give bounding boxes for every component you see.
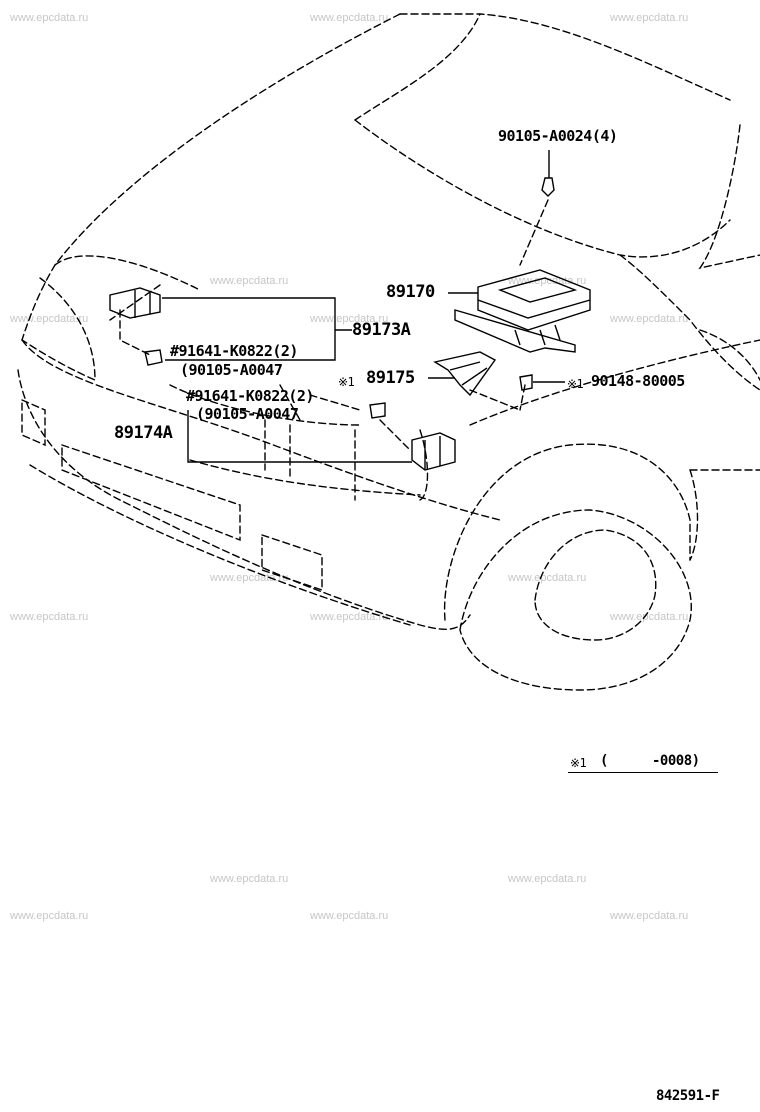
label-90105-a0047-bottom: (90105-A0047 (196, 405, 299, 423)
note-mark-90148: ※1 (567, 377, 584, 391)
footnote-mark: ※1 (570, 756, 587, 770)
note-mark-89175: ※1 (338, 375, 355, 389)
footnote-range: -0008) (652, 753, 700, 769)
label-90105-a0047-top: (90105-A0047 (180, 361, 283, 379)
wheel-outer (459, 509, 692, 691)
label-89170: 89170 (386, 282, 435, 302)
watermark: www.epcdata.ru (10, 910, 89, 922)
watermark: www.epcdata.ru (310, 910, 389, 922)
footnote-open-paren: ( (600, 753, 608, 769)
watermark: www.epcdata.ru (210, 873, 289, 885)
watermark: www.epcdata.ru (610, 611, 689, 623)
label-91641-k0822-bottom: #91641-K0822(2) (186, 387, 314, 405)
watermark: www.epcdata.ru (310, 12, 389, 24)
leader-89174A-bracket (187, 410, 412, 463)
sensor-bracket (433, 351, 497, 397)
grille-slot-2 (261, 534, 323, 591)
fender-lower (469, 339, 760, 426)
fog-light-left (21, 398, 46, 447)
sensor-lead-right (379, 419, 411, 451)
fender-edge (689, 469, 699, 561)
watermark: www.epcdata.ru (10, 611, 89, 623)
inner-guide-mid (279, 384, 301, 421)
bumper-lower (29, 464, 411, 626)
label-90148-80005: 90148-80005 (591, 372, 685, 390)
bolt-top (541, 177, 555, 197)
grille-slot-1 (61, 444, 241, 542)
label-89173a: 89173A (352, 320, 411, 340)
bolt-guide-top (519, 199, 549, 266)
hood-outline (21, 13, 401, 341)
watermark: www.epcdata.ru (210, 572, 289, 584)
fender-crease (619, 254, 760, 391)
label-91641-k0822-top: #91641-K0822(2) (170, 342, 298, 360)
wheel-inner (534, 529, 657, 641)
airbag-ecu-face (497, 277, 578, 303)
ecu-bracket-feet (514, 324, 561, 346)
airbag-ecu-top (477, 269, 591, 319)
bumper-face (17, 369, 471, 631)
inner-guide-left (109, 284, 161, 321)
hood-left-curve (54, 255, 201, 291)
watermark: www.epcdata.ru (610, 12, 689, 24)
ecu-bracket (454, 309, 576, 353)
front-sensor-right-detail (424, 436, 441, 470)
grille-lower (169, 384, 361, 426)
watermark: www.epcdata.ru (508, 572, 587, 584)
headlight (21, 277, 96, 382)
label-90105-a0024: 90105-A0024(4) (498, 127, 618, 145)
label-89174a: 89174A (114, 423, 173, 443)
hood-top-edge (399, 13, 731, 101)
hood-front-edge (354, 119, 731, 258)
label-89175: 89175 (366, 368, 415, 388)
watermark: www.epcdata.ru (10, 12, 89, 24)
bracket-guide (469, 389, 521, 411)
grille-right (419, 429, 429, 501)
center-guide (309, 394, 361, 411)
windshield-edge (354, 13, 481, 121)
leader-89173A-bracket (162, 297, 336, 361)
front-sensor-right (411, 432, 456, 471)
sensor-bracket-detail (449, 361, 488, 386)
diagram-code: 842591-F (656, 1088, 720, 1104)
bolt-left (144, 349, 163, 366)
footnote-underline (568, 772, 718, 773)
front-sensor-left (109, 287, 161, 319)
grille-bottom (189, 459, 421, 496)
a-pillar (698, 124, 760, 270)
front-sensor-left-detail (134, 290, 151, 318)
airbag-ecu-side (477, 300, 591, 331)
watermark: www.epcdata.ru (310, 313, 389, 325)
watermark: www.epcdata.ru (10, 313, 89, 325)
bolt-center (369, 402, 386, 419)
watermark: www.epcdata.ru (508, 873, 587, 885)
bolt-right (519, 374, 533, 391)
watermark: www.epcdata.ru (310, 611, 389, 623)
wheel-arch (443, 443, 691, 621)
door-edge (699, 329, 760, 381)
watermark: www.epcdata.ru (610, 910, 689, 922)
watermark: www.epcdata.ru (610, 313, 689, 325)
watermark: www.epcdata.ru (210, 275, 289, 287)
watermark: www.epcdata.ru (508, 275, 587, 287)
